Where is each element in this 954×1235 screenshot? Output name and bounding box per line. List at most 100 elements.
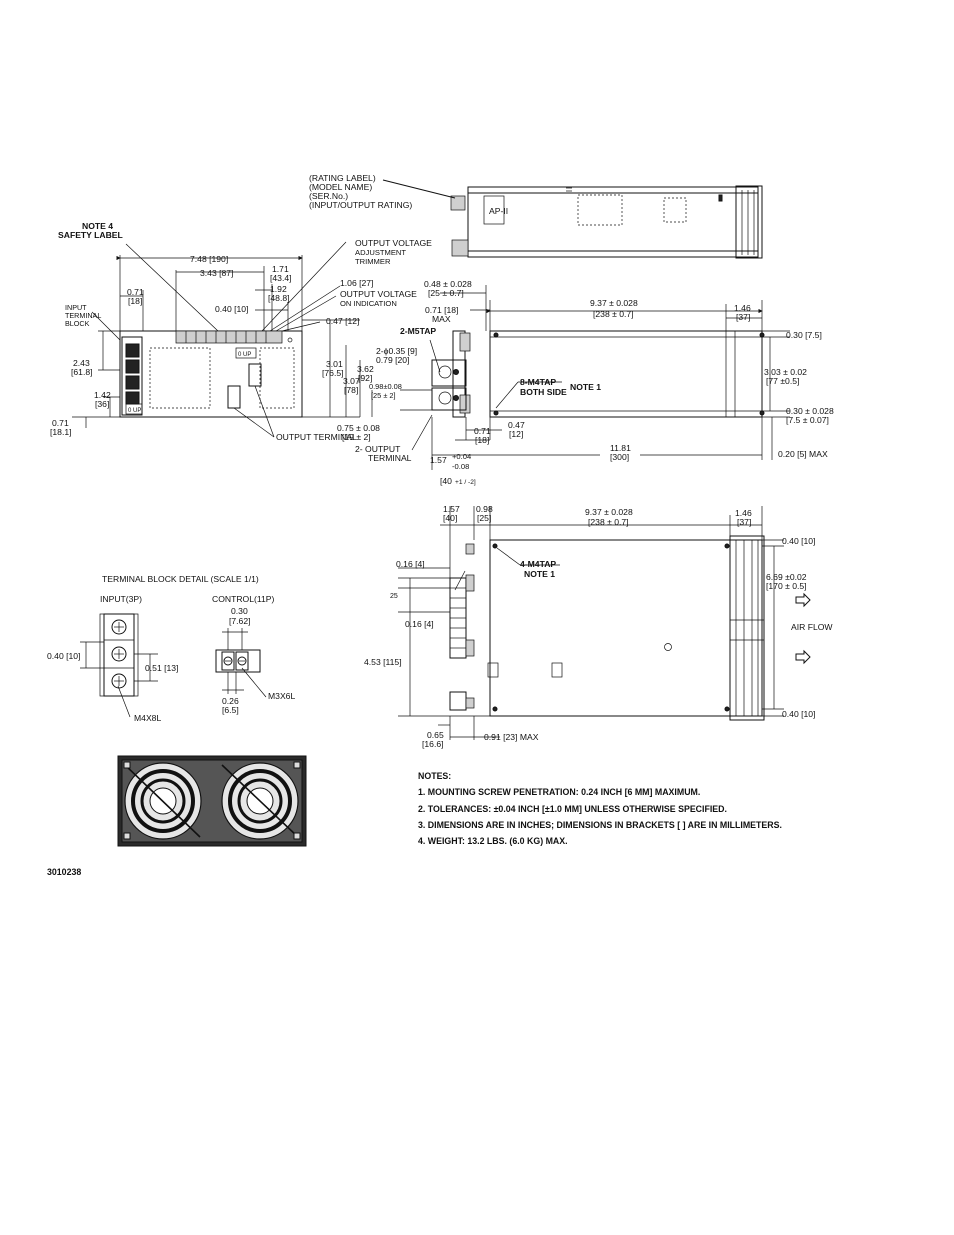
- tb-control-title: CONTROL(11P): [212, 594, 275, 604]
- dim-0-98-in: 0.98±0.08: [369, 382, 402, 391]
- dim-b-9-37-in: 9.37 ± 0.028: [585, 507, 633, 517]
- dim-0-71-bottom-in: 0.71: [52, 418, 69, 428]
- front-view: 0 UP 0 UP: [119, 330, 303, 418]
- dim-0-48-in: 0.48 ± 0.028: [424, 279, 472, 289]
- m4tap-8-label: 8-M4TAP: [520, 377, 556, 387]
- dim-b-9-37-mm: [238 ± 0.7]: [588, 517, 629, 527]
- notes-title: NOTES:: [418, 771, 452, 781]
- dim-0-71-max-a: 0.71 [18]: [425, 305, 458, 315]
- ov-adjust-text-3: TRIMMER: [355, 257, 391, 266]
- tb-input-title: INPUT(3P): [100, 594, 142, 604]
- dim-1-57-tol-minus: -0.08: [452, 462, 469, 471]
- dim-b-0-40-top: 0.40 [10]: [782, 536, 815, 546]
- dim-1-92-in: 1.92: [270, 284, 287, 294]
- ov-indication-text-1: OUTPUT VOLTAGE: [340, 289, 417, 299]
- tb-dim-0-26-in: 0.26: [222, 696, 239, 706]
- dim-2-phi: 2-ϕ0.35 [9]: [376, 346, 417, 356]
- two-output-text-2: TERMINAL: [368, 453, 412, 463]
- fan-rear-view: [117, 755, 307, 847]
- note-item: 1. MOUNTING SCREW PENETRATION: 0.24 INCH…: [418, 787, 701, 798]
- tb-detail-title: TERMINAL BLOCK DETAIL (SCALE 1/1): [102, 574, 259, 584]
- dim-3-01-mm: [76.5]: [322, 368, 344, 378]
- document-number: 3010238: [47, 867, 82, 877]
- dim-0-20-max: 0.20 [5] MAX: [778, 449, 828, 459]
- dim-3-07-in: 3.07: [343, 376, 360, 386]
- note4-label: NOTE 4: [82, 221, 113, 231]
- dim-b-0-91-max: 0.91 [23] MAX: [484, 732, 539, 742]
- tb-m4x8l: M4X8L: [134, 713, 161, 723]
- dim-3-03-in: 3.03 ± 0.02: [764, 367, 807, 377]
- dim-2-43-mm: [61.8]: [71, 367, 93, 377]
- rating-label-mark: AP-II: [489, 206, 508, 216]
- dim-b-0-40-bottom: 0.40 [10]: [782, 709, 815, 719]
- dim-1-42-mm: [36]: [95, 399, 109, 409]
- dim-0-79: 0.79 [20]: [376, 355, 409, 365]
- dim-b-1-57-in: 1.57: [443, 504, 460, 514]
- dim-0-71-top-in: 0.71: [127, 287, 144, 297]
- dim-1-71-in: 1.71: [272, 264, 289, 274]
- io-rating-text: (INPUT/OUTPUT RATING): [309, 200, 412, 210]
- dim-0-47-c-mm: [12]: [509, 429, 523, 439]
- ov-indication-text-2: ON INDICATION: [340, 299, 397, 308]
- note-item: 4. WEIGHT: 13.2 LBS. (6.0 KG) MAX.: [418, 836, 568, 847]
- dim-b-4-53: 4.53 [115]: [364, 657, 402, 667]
- vent-holes-top: [577, 194, 687, 226]
- side-view: [431, 330, 765, 418]
- tb-m3x6l: M3X6L: [268, 691, 295, 701]
- dim-1-71-mm: [43.4]: [270, 273, 292, 283]
- bottom-view: [449, 535, 765, 721]
- note-item: 2. TOLERANCES: ±0.04 INCH [±1.0 MM] UNLE…: [418, 803, 727, 814]
- dim-1-57-tol-plus: +0.04: [452, 452, 471, 461]
- dim-b-6-69-in: 6.69 ±0.02: [766, 572, 807, 582]
- dim-0-48-mm: [25 ± 0.7]: [428, 288, 464, 298]
- dim-3-43: 3.43 [87]: [200, 268, 233, 278]
- dim-0-30-tol-in: 0.30 ± 0.028: [786, 406, 834, 416]
- tb-dim-0-40: 0.40 [10]: [47, 651, 80, 661]
- dim-3-62-in: 3.62: [357, 364, 374, 374]
- input-terminal-text-2: TERMINAL: [65, 311, 101, 320]
- tb-dim-0-51: 0.51 [13]: [145, 663, 178, 673]
- note-item: 3. DIMENSIONS ARE IN INCHES; DIMENSIONS …: [418, 819, 782, 830]
- dim-1-42-in: 1.42: [94, 390, 111, 400]
- ov-adjust-text-2: ADJUSTMENT: [355, 248, 406, 257]
- note1-label-a: NOTE 1: [570, 382, 601, 392]
- model-name-text: (MODEL NAME): [309, 182, 372, 192]
- air-flow-arrow-icon: [795, 592, 811, 608]
- dim-3-03-mm: [77 ±0.5]: [766, 376, 799, 386]
- dim-1-57-in: 1.57: [430, 455, 447, 465]
- tb-dim-0-30-in: 0.30: [231, 606, 248, 616]
- dim-0-75-mm: [19 ± 2]: [342, 432, 371, 442]
- dim-1-46-side-mm: [37]: [736, 312, 750, 322]
- dim-0-40: 0.40 [10]: [215, 304, 248, 314]
- output-terminal-text: OUTPUT TERMINAL: [276, 432, 357, 442]
- dim-b-0-16-a: 0.16 [4]: [396, 559, 425, 569]
- safety-label-text: SAFETY LABEL: [58, 230, 123, 240]
- dim-b-25: 25: [390, 593, 398, 600]
- tb-dim-0-30-mm: [7.62]: [229, 616, 251, 626]
- notes-block: NOTES: 1. MOUNTING SCREW PENETRATION: 0.…: [418, 768, 838, 849]
- dim-1-06: 1.06 [27]: [340, 278, 373, 288]
- dim-1-46-side-in: 1.46: [734, 303, 751, 313]
- dim-11-81-mm: [300]: [610, 452, 629, 462]
- dim-11-81-in: 11.81: [610, 443, 631, 453]
- dim-7-48: 7.48 [190]: [190, 254, 228, 264]
- front-dimension-lines: [72, 241, 373, 438]
- dim-b-0-98-mm: [25]: [477, 513, 491, 523]
- dim-0-71-max-b: MAX: [432, 314, 451, 324]
- input-terminal-text-3: BLOCK: [65, 319, 90, 328]
- dim-3-62-mm: [92]: [358, 373, 372, 383]
- dim-0-30: 0.30 [7.5]: [786, 330, 822, 340]
- output-zero-up: 0 UP: [238, 352, 251, 358]
- dim-0-47-c-in: 0.47: [508, 420, 525, 430]
- dim-b-0-65-in: 0.65: [427, 730, 444, 740]
- dim-b-1-46-in: 1.46: [735, 508, 752, 518]
- air-flow-label: AIR FLOW: [791, 622, 833, 632]
- top-side-view: AP-II: [382, 179, 763, 259]
- dim-0-75-in: 0.75 ± 0.08: [337, 423, 380, 433]
- both-side-label: BOTH SIDE: [520, 387, 567, 397]
- dim-b-1-57-mm: [40]: [443, 513, 457, 523]
- dim-0-71-top-mm: [18]: [128, 296, 142, 306]
- dim-b-0-98-in: 0.98: [476, 504, 493, 514]
- side-dimension-lines: [400, 285, 790, 470]
